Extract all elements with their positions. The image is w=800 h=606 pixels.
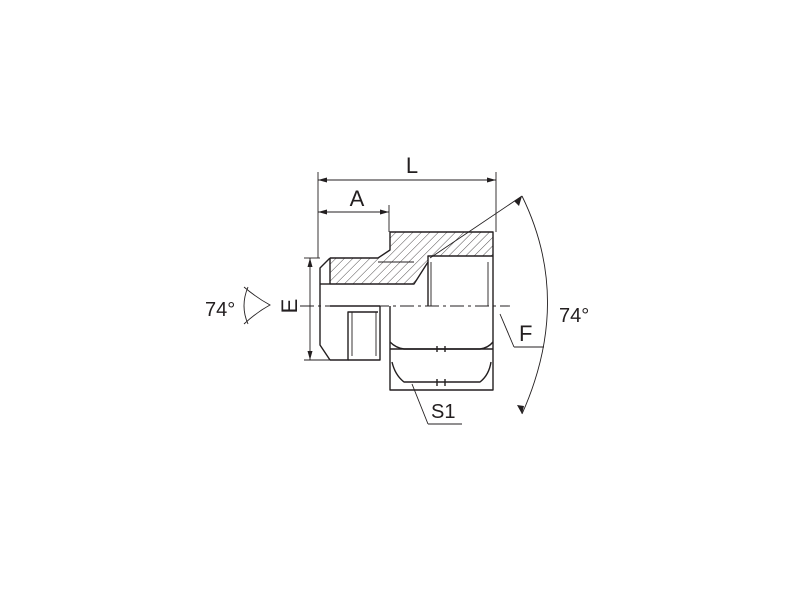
dimension-a: A bbox=[318, 186, 390, 232]
angle-indicator-left: 74° bbox=[205, 286, 271, 325]
fitting-body bbox=[300, 231, 510, 391]
label-angle-left: 74° bbox=[205, 299, 235, 321]
dimension-l: L bbox=[317, 153, 497, 258]
leader-f: F bbox=[499, 313, 544, 348]
label-e: E bbox=[277, 299, 302, 314]
label-f: F bbox=[519, 321, 532, 346]
label-s1: S1 bbox=[431, 401, 455, 423]
leader-s1: S1 bbox=[411, 383, 462, 425]
dimension-e: E bbox=[277, 257, 330, 361]
label-l: L bbox=[406, 153, 418, 178]
angle-indicator-right: 74° bbox=[429, 195, 589, 415]
label-a: A bbox=[350, 186, 365, 211]
label-angle-right: 74° bbox=[559, 305, 589, 327]
